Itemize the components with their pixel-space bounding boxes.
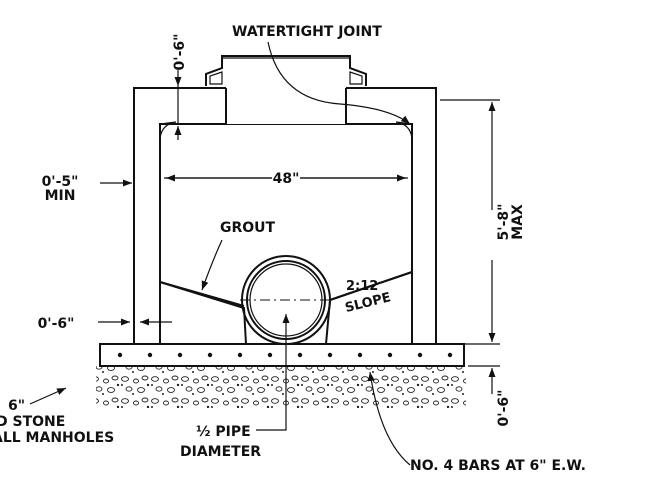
height-label-max: MAX (510, 204, 526, 240)
top-haunch-right (395, 121, 413, 139)
grout-label: GROUT (220, 220, 276, 236)
pipe-label: ½ PIPE (196, 424, 251, 440)
rebar-label: NO. 4 BARS AT 6" E.W. (410, 458, 586, 474)
wall-dim-label: 0'-5" (42, 174, 79, 190)
base-dim-label: 0'-6" (38, 316, 75, 332)
pipe-section (240, 255, 334, 345)
slope-label: SLOPE (344, 290, 393, 316)
bottom-dim-label: 0'-6" (496, 390, 512, 427)
wall-dim-min: MIN (45, 188, 76, 204)
watertight-label: WATERTIGHT JOINT (232, 24, 382, 40)
dim-height (440, 99, 500, 345)
top-dim-label: 0'-6" (172, 34, 188, 71)
base-slab (99, 343, 465, 367)
height-label: 5'-8" (496, 204, 512, 241)
dim-bottom-thickness (468, 365, 500, 394)
stone-label-scope: ALL MANHOLES (0, 430, 114, 446)
inner-width-label: 48" (273, 171, 300, 187)
riser-frame (205, 55, 367, 86)
slope-ratio-label: 2:12 (346, 279, 378, 294)
top-haunch-left (159, 121, 177, 139)
pipe-diameter-label: DIAMETER (180, 444, 261, 460)
stone-label-size: 6" (8, 398, 25, 414)
manhole-walls (133, 87, 437, 345)
rebar-dots (117, 352, 453, 358)
stone-bedding (96, 366, 466, 408)
access-opening (226, 86, 346, 124)
stone-label-type: D STONE (0, 414, 65, 430)
grout-bench (159, 280, 248, 345)
